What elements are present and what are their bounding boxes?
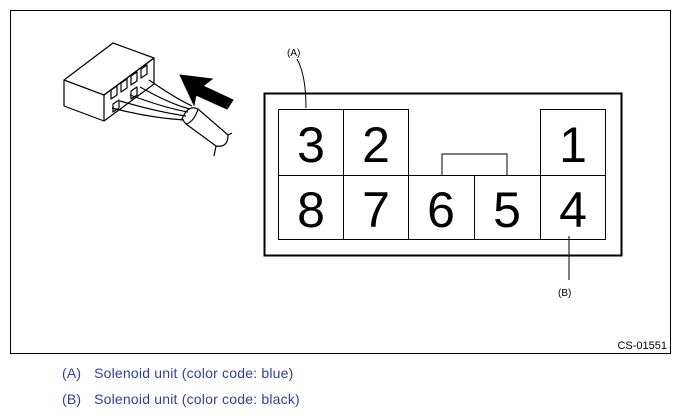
callout-a-label: (A) (287, 48, 300, 59)
connector-key (441, 153, 508, 175)
pin-number-3: 3 (297, 117, 325, 173)
pin-cell-4 (540, 175, 606, 240)
connector-face (263, 92, 623, 257)
pin-number-6: 6 (427, 182, 455, 238)
pin-number-5: 5 (493, 182, 521, 238)
callout-b-label: (B) (558, 288, 571, 299)
view-direction-arrow (179, 74, 234, 110)
connector-illustration (63, 42, 233, 157)
legend-text-a: Solenoid unit (color code: blue) (94, 365, 294, 381)
callout-a-leader (296, 58, 307, 109)
pin-number-7: 7 (362, 182, 390, 238)
connector-diagram: 3 2 1 8 7 6 5 4 (A) (B) CS-01551 (10, 10, 671, 354)
legend-mark-b: (B) (62, 391, 82, 407)
pin-number-4: 4 (559, 182, 587, 238)
legend-item-a: (A) Solenoid unit (color code: blue) (62, 365, 294, 381)
figure-frame (10, 10, 671, 354)
legend-item-b: (B) Solenoid unit (color code: black) (62, 391, 300, 407)
legend-text-b: Solenoid unit (color code: black) (94, 391, 300, 407)
legend-mark-a: (A) (62, 365, 82, 381)
pin-number-8: 8 (297, 182, 325, 238)
figure-id: CS-01551 (617, 340, 667, 352)
pin-number-2: 2 (362, 117, 390, 173)
pin-number-1: 1 (559, 117, 587, 173)
